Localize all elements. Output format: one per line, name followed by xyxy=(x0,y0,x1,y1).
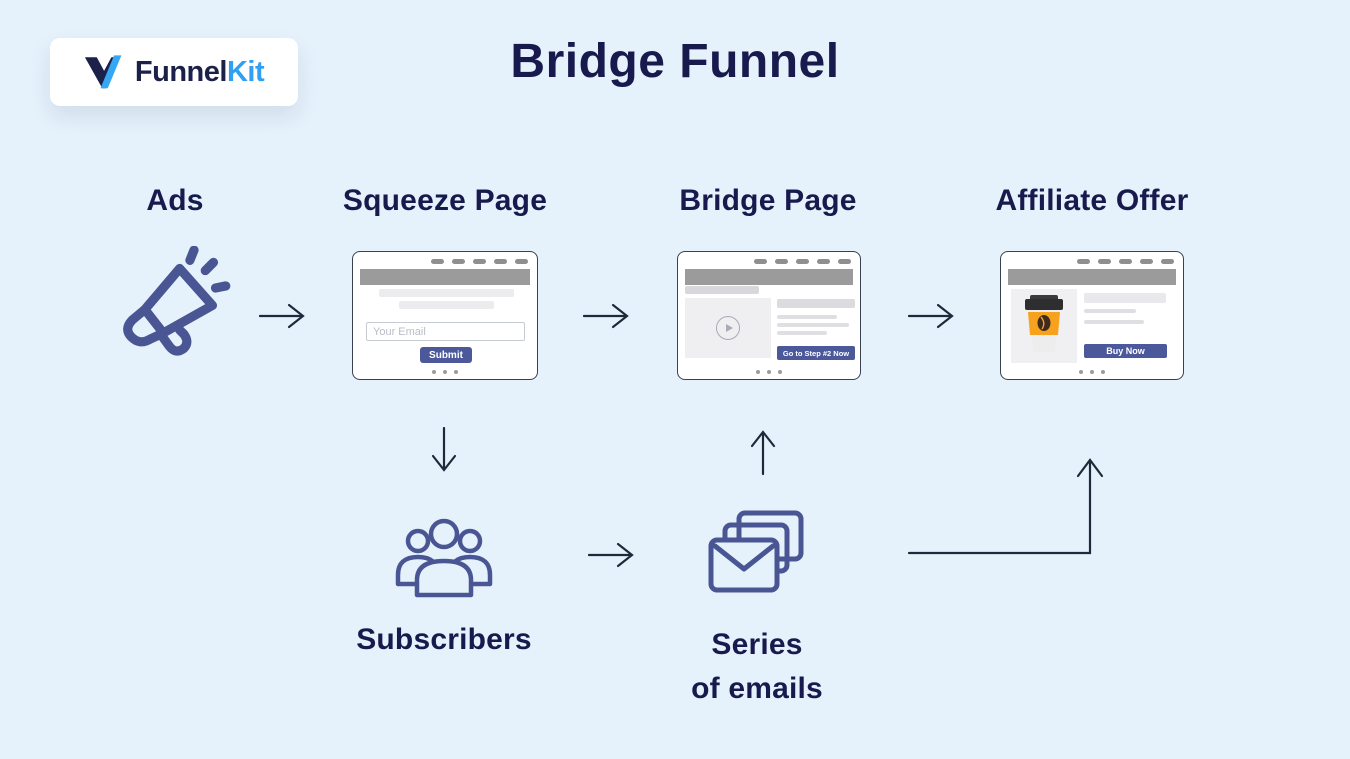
placeholder-text-line xyxy=(777,331,827,335)
play-icon xyxy=(716,316,740,340)
brand-wordmark: FunnelKit xyxy=(134,55,265,89)
subscribers-people-icon xyxy=(394,518,494,603)
brand-part-funnel: Funnel xyxy=(134,55,228,88)
placeholder-text-line xyxy=(399,301,494,309)
series-of-emails-icon xyxy=(708,510,804,601)
placeholder-text-line xyxy=(1084,309,1136,313)
label-series-of-emails: Series of emails xyxy=(607,623,907,711)
submit-button-mock: Submit xyxy=(420,347,472,363)
arrow-bridge-to-affiliate xyxy=(907,301,956,336)
browser-footer-dots xyxy=(1001,370,1183,374)
browser-menu-dashes xyxy=(754,259,851,264)
browser-footer-dots xyxy=(353,370,537,374)
label-subscribers: Subscribers xyxy=(356,623,532,656)
label-squeeze-page: Squeeze Page xyxy=(342,184,548,217)
arrow-subscribers-to-emails xyxy=(587,540,636,575)
placeholder-text-line xyxy=(1084,320,1144,324)
affiliate-offer-mockup: Buy Now xyxy=(1000,251,1184,380)
page-title: Bridge Funnel xyxy=(510,35,840,88)
label-series-line2: of emails xyxy=(691,672,823,705)
browser-header-bar xyxy=(685,269,853,285)
arrow-emails-to-bridge xyxy=(747,426,779,481)
browser-header-bar xyxy=(1008,269,1176,285)
squeeze-page-mockup: Submit xyxy=(352,251,538,380)
buy-now-button-mock: Buy Now xyxy=(1084,344,1167,358)
megaphone-icon xyxy=(108,245,236,379)
connector-emails-to-affiliate xyxy=(904,448,1108,565)
funnelkit-logo-icon xyxy=(84,51,126,94)
placeholder-text-line xyxy=(777,315,837,319)
placeholder-title-bar xyxy=(1084,293,1166,303)
placeholder-text-line xyxy=(379,289,514,297)
placeholder-text-line xyxy=(777,299,855,308)
go-to-step2-button-mock: Go to Step #2 Now xyxy=(777,346,855,360)
bridge-page-mockup: Go to Step #2 Now xyxy=(677,251,861,380)
browser-header-bar xyxy=(360,269,530,285)
browser-menu-dashes xyxy=(431,259,528,264)
coffee-cup-icon xyxy=(1024,294,1064,358)
placeholder-title-bar xyxy=(685,286,759,294)
arrow-squeeze-to-bridge xyxy=(582,301,631,336)
email-input-mock xyxy=(366,322,525,341)
label-affiliate-offer: Affiliate Offer xyxy=(995,184,1189,217)
funnelkit-logo: FunnelKit xyxy=(50,38,298,106)
video-placeholder xyxy=(685,298,771,358)
arrow-ads-to-squeeze xyxy=(258,301,307,336)
brand-part-kit: Kit xyxy=(226,55,265,88)
browser-footer-dots xyxy=(678,370,860,374)
placeholder-text-line xyxy=(777,323,849,327)
product-image-card xyxy=(1011,289,1077,363)
label-ads: Ads xyxy=(146,184,204,217)
label-bridge-page: Bridge Page xyxy=(679,184,857,217)
arrow-squeeze-to-subscribers xyxy=(428,426,460,480)
label-series-line1: Series xyxy=(711,628,803,661)
browser-menu-dashes xyxy=(1077,259,1174,264)
